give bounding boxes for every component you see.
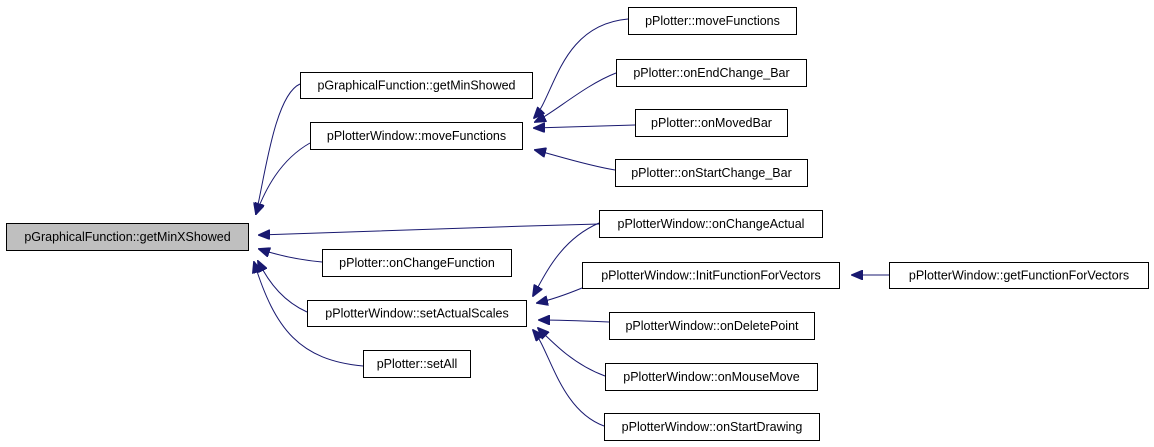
node-label: pPlotter::moveFunctions bbox=[645, 14, 780, 28]
node-label: pPlotterWindow::setActualScales bbox=[325, 306, 508, 320]
node-box[interactable] bbox=[605, 363, 818, 391]
node-label: pPlotterWindow::onMouseMove bbox=[623, 370, 800, 384]
node-box[interactable] bbox=[599, 210, 823, 238]
edge-pwmf-to-root bbox=[256, 142, 311, 214]
node-box[interactable] bbox=[628, 7, 797, 35]
edge-line bbox=[533, 222, 600, 296]
node-pwgffv[interactable]: pPlotterWindow::getFunctionForVectors bbox=[889, 262, 1149, 289]
node-box[interactable] bbox=[582, 262, 840, 289]
edge-pmb-to-pwmf bbox=[534, 125, 636, 128]
node-pwmf[interactable]: pPlotterWindow::moveFunctions bbox=[310, 122, 523, 150]
node-box[interactable] bbox=[6, 223, 249, 251]
edge-line bbox=[258, 261, 308, 313]
edge-line bbox=[533, 330, 605, 427]
node-label: pPlotterWindow::onDeletePoint bbox=[625, 319, 799, 333]
node-box[interactable] bbox=[609, 312, 815, 340]
node-root[interactable]: pGraphicalFunction::getMinXShowed bbox=[6, 223, 249, 251]
edge-line bbox=[535, 150, 616, 171]
edge-pwoca-to-root bbox=[259, 223, 600, 235]
node-label: pPlotter::onMovedBar bbox=[651, 116, 772, 130]
edge-line bbox=[256, 83, 301, 214]
node-label: pPlotterWindow::onChangeActual bbox=[618, 217, 805, 231]
edge-pcf-to-root bbox=[259, 249, 323, 263]
node-pwodp[interactable]: pPlotterWindow::onDeletePoint bbox=[609, 312, 815, 340]
edge-line bbox=[259, 223, 600, 235]
node-pcf[interactable]: pPlotter::onChangeFunction bbox=[322, 249, 512, 277]
edge-pmf-to-pwmf bbox=[534, 18, 629, 118]
node-pwomm[interactable]: pPlotterWindow::onMouseMove bbox=[605, 363, 818, 391]
edge-line bbox=[256, 142, 311, 214]
node-pwosd[interactable]: pPlotterWindow::onStartDrawing bbox=[604, 413, 820, 441]
node-pmf[interactable]: pPlotter::moveFunctions bbox=[628, 7, 797, 35]
edge-pwiffv-to-pwsas bbox=[537, 287, 583, 303]
edge-line bbox=[539, 320, 610, 322]
node-box[interactable] bbox=[635, 109, 788, 137]
edge-line bbox=[538, 328, 606, 377]
edge-line bbox=[254, 262, 364, 367]
edge-line bbox=[259, 249, 323, 263]
node-box[interactable] bbox=[310, 122, 523, 150]
edge-line bbox=[537, 287, 583, 303]
node-pscb[interactable]: pPlotter::onStartChange_Bar bbox=[615, 159, 808, 187]
edge-gms-to-root bbox=[256, 83, 301, 214]
node-pwsas[interactable]: pPlotterWindow::setActualScales bbox=[307, 300, 527, 327]
node-label: pGraphicalFunction::getMinXShowed bbox=[24, 230, 230, 244]
node-pmb[interactable]: pPlotter::onMovedBar bbox=[635, 109, 788, 137]
node-box[interactable] bbox=[604, 413, 820, 441]
nodes-layer: pGraphicalFunction::getMinXShowed pGraphi… bbox=[6, 7, 1149, 441]
edge-pscb-to-pwmf bbox=[535, 150, 616, 171]
node-box[interactable] bbox=[322, 249, 512, 277]
edge-pwoca-to-pwsas bbox=[533, 222, 600, 296]
node-box[interactable] bbox=[307, 300, 527, 327]
edge-pwodp-to-pwsas bbox=[539, 320, 610, 322]
edge-line bbox=[534, 125, 636, 128]
node-label: pPlotter::onEndChange_Bar bbox=[633, 66, 789, 80]
node-label: pPlotter::onChangeFunction bbox=[339, 256, 495, 270]
edge-pwsas-to-root bbox=[258, 261, 308, 313]
node-box[interactable] bbox=[363, 350, 471, 378]
edge-psa-to-root bbox=[254, 262, 364, 367]
node-label: pPlotter::onStartChange_Bar bbox=[631, 166, 792, 180]
node-box[interactable] bbox=[615, 159, 808, 187]
node-label: pPlotter::setAll bbox=[377, 357, 458, 371]
edge-line bbox=[535, 72, 617, 122]
node-psa[interactable]: pPlotter::setAll bbox=[363, 350, 471, 378]
edges-layer bbox=[254, 18, 890, 427]
node-pwiffv[interactable]: pPlotterWindow::InitFunctionForVectors bbox=[582, 262, 840, 289]
node-label: pPlotterWindow::moveFunctions bbox=[327, 129, 506, 143]
node-label: pPlotterWindow::getFunctionForVectors bbox=[909, 268, 1129, 282]
node-gms[interactable]: pGraphicalFunction::getMinShowed bbox=[300, 72, 533, 99]
edge-pwosd-to-pwsas bbox=[533, 330, 605, 427]
node-box[interactable] bbox=[889, 262, 1149, 289]
node-box[interactable] bbox=[300, 72, 533, 99]
node-label: pPlotterWindow::InitFunctionForVectors bbox=[601, 268, 821, 282]
node-label: pGraphicalFunction::getMinShowed bbox=[317, 78, 515, 92]
node-box[interactable] bbox=[616, 59, 807, 87]
node-pwoca[interactable]: pPlotterWindow::onChangeActual bbox=[599, 210, 823, 238]
edge-pwomm-to-pwsas bbox=[538, 328, 606, 377]
edge-pecb-to-pwmf bbox=[535, 72, 617, 122]
edge-line bbox=[534, 18, 629, 118]
node-pecb[interactable]: pPlotter::onEndChange_Bar bbox=[616, 59, 807, 87]
node-label: pPlotterWindow::onStartDrawing bbox=[622, 420, 803, 434]
